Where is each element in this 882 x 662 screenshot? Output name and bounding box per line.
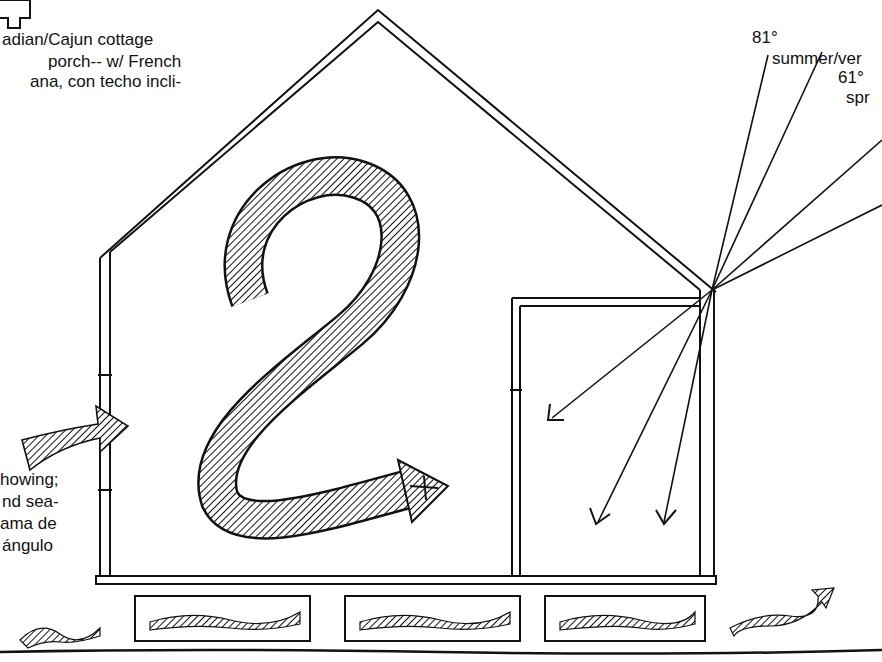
circulation-arrow (217, 176, 405, 520)
airflow-band (20, 628, 100, 648)
note-text: ana, con techo incli- (30, 72, 181, 92)
note-text: summer/ver (772, 49, 862, 69)
crawlspace-airflow (20, 588, 834, 648)
note-text: ángulo (2, 536, 53, 556)
note-text: howing; (0, 470, 59, 490)
airflow-outlet (730, 588, 834, 636)
floor (96, 576, 716, 584)
porch-wall (510, 290, 714, 576)
ray-heads (548, 404, 676, 524)
crawlspace-bay (135, 596, 310, 641)
note-text: ama de (0, 514, 57, 534)
ground-line (0, 650, 882, 654)
circulation-arrow-outline (217, 176, 405, 520)
note-text: spr (846, 88, 870, 108)
inlet-arrow (22, 406, 128, 470)
crawlspace-bay (545, 596, 705, 641)
airflow-band (560, 612, 695, 630)
circulation-arrowhead (398, 460, 448, 522)
plus-mark (410, 476, 438, 500)
airflow-band (150, 612, 300, 630)
icon-fragment (0, 0, 30, 28)
airflow-band (360, 612, 510, 630)
note-text: nd sea- (2, 492, 59, 512)
note-text: adian/Cajun cottage (2, 30, 153, 50)
note-text: 61° (838, 68, 864, 88)
note-text: 81° (752, 28, 778, 48)
crawlspace-bay (345, 596, 520, 641)
sun-rays (552, 52, 882, 522)
note-text: porch-- w/ French (48, 52, 181, 72)
